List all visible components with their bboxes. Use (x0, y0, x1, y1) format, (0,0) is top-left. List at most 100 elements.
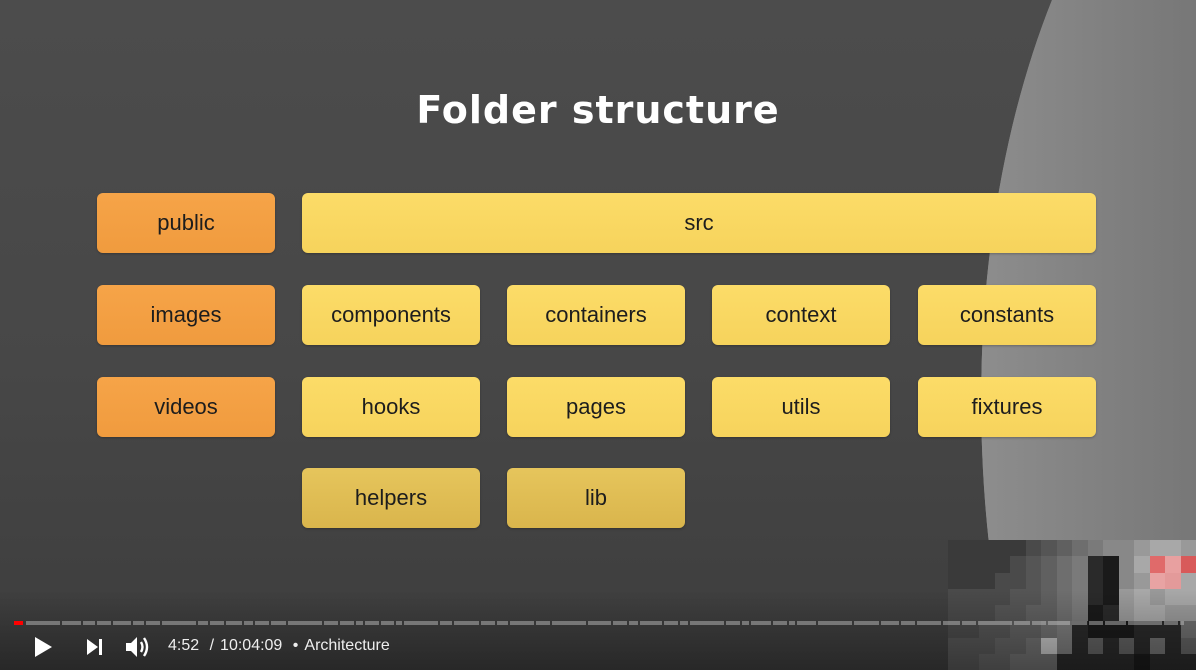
webcam-pixel (1056, 572, 1072, 589)
webcam-pixel (1072, 653, 1088, 670)
webcam-pixel (1118, 621, 1134, 638)
webcam-pixel (1134, 637, 1150, 654)
folder-images: images (97, 285, 275, 345)
progress-played (14, 621, 23, 625)
webcam-pixel (1149, 653, 1165, 670)
webcam-pixel (1180, 572, 1196, 589)
folder-constants: constants (918, 285, 1096, 345)
chapter-segment (917, 621, 941, 625)
webcam-pixel (1041, 621, 1057, 638)
chapter-segment (62, 621, 81, 625)
webcam-pixel (1056, 540, 1072, 557)
webcam-pixel (979, 588, 995, 605)
webcam-pixel (1180, 588, 1196, 605)
webcam-pixel (1118, 556, 1134, 573)
play-icon (35, 637, 52, 657)
webcam-pixel (979, 572, 995, 589)
webcam-pixel (1072, 605, 1088, 622)
webcam-pixel (1149, 572, 1165, 589)
time-separator: / (209, 637, 215, 654)
chapter-segment (404, 621, 438, 625)
webcam-pixel (994, 653, 1010, 670)
webcam-pixel (1165, 605, 1181, 622)
chapter-segment (552, 621, 586, 625)
chapter-segment (226, 621, 242, 625)
webcam-pixel (963, 605, 979, 622)
webcam-pixel (1180, 605, 1196, 622)
folder-public: public (97, 193, 275, 253)
webcam-pixel (1180, 556, 1196, 573)
chapter-segment (742, 621, 749, 625)
webcam-pixel (1041, 556, 1057, 573)
webcam-pixel (1025, 637, 1041, 654)
folder-utils: utils (712, 377, 890, 437)
folder-videos: videos (97, 377, 275, 437)
webcam-pixel (1149, 621, 1165, 638)
skip-next-icon (87, 639, 102, 655)
webcam-pixel (1149, 540, 1165, 557)
webcam-pixel (1041, 572, 1057, 589)
webcam-pixel (1010, 588, 1026, 605)
chapter-segment (613, 621, 627, 625)
webcam-pixel (1041, 588, 1057, 605)
player-controls-gradient (0, 590, 1196, 670)
webcam-pixel (1103, 588, 1119, 605)
webcam-pixel (1087, 556, 1103, 573)
webcam-pixel (1010, 621, 1026, 638)
webcam-pixel (948, 605, 964, 622)
webcam-pixel (1025, 540, 1041, 557)
webcam-pixel (1072, 637, 1088, 654)
webcam-pixel (994, 556, 1010, 573)
webcam-pixel (1056, 556, 1072, 573)
webcam-pixel (1010, 572, 1026, 589)
time-display: 4:52 /10:04:09 •Architecture (168, 637, 390, 655)
webcam-pixel (979, 621, 995, 638)
webcam-pixel (948, 540, 964, 557)
progress-bar[interactable] (14, 621, 1184, 625)
chapter-segment (481, 621, 495, 625)
folder-components: components (302, 285, 480, 345)
webcam-pixel (1103, 637, 1119, 654)
webcam-pixel (1010, 653, 1026, 670)
webcam-pixel (1165, 653, 1181, 670)
webcam-pixel (963, 621, 979, 638)
chapter-segment (365, 621, 379, 625)
play-button[interactable] (28, 632, 58, 662)
webcam-pixel (1165, 540, 1181, 557)
chapter-segment (381, 621, 394, 625)
chapter-segment (288, 621, 322, 625)
chapter-segment (113, 621, 131, 625)
volume-button[interactable] (122, 632, 154, 662)
chapter-segment (510, 621, 534, 625)
webcam-pixel (1072, 540, 1088, 557)
webcam-pixel (1087, 653, 1103, 670)
webcam-pixel (1118, 637, 1134, 654)
chapter-segment (1048, 621, 1070, 625)
webcam-pixel (948, 637, 964, 654)
chapter-segment (454, 621, 479, 625)
chapter-segment (536, 621, 550, 625)
webcam-pixel (1025, 588, 1041, 605)
webcam-pixel (1103, 621, 1119, 638)
webcam-pixel (963, 572, 979, 589)
webcam-pixel (1134, 572, 1150, 589)
chapter-segment (324, 621, 338, 625)
chapter-segment (629, 621, 638, 625)
webcam-pixel (1118, 540, 1134, 557)
chapter-segment (978, 621, 1012, 625)
webcam-pixel (979, 540, 995, 557)
webcam-pixel (1025, 556, 1041, 573)
chapter-title[interactable]: Architecture (304, 637, 390, 654)
webcam-pixel (1165, 621, 1181, 638)
chapter-segment (198, 621, 208, 625)
next-button[interactable] (80, 632, 110, 662)
webcam-pixel (1056, 653, 1072, 670)
webcam-pixel (1056, 621, 1072, 638)
webcam-pixel (1072, 588, 1088, 605)
webcam-pixel (1134, 540, 1150, 557)
webcam-pixel (1180, 621, 1196, 638)
chapter-segment (773, 621, 787, 625)
folder-src: src (302, 193, 1096, 253)
webcam-pixel (1180, 653, 1196, 670)
